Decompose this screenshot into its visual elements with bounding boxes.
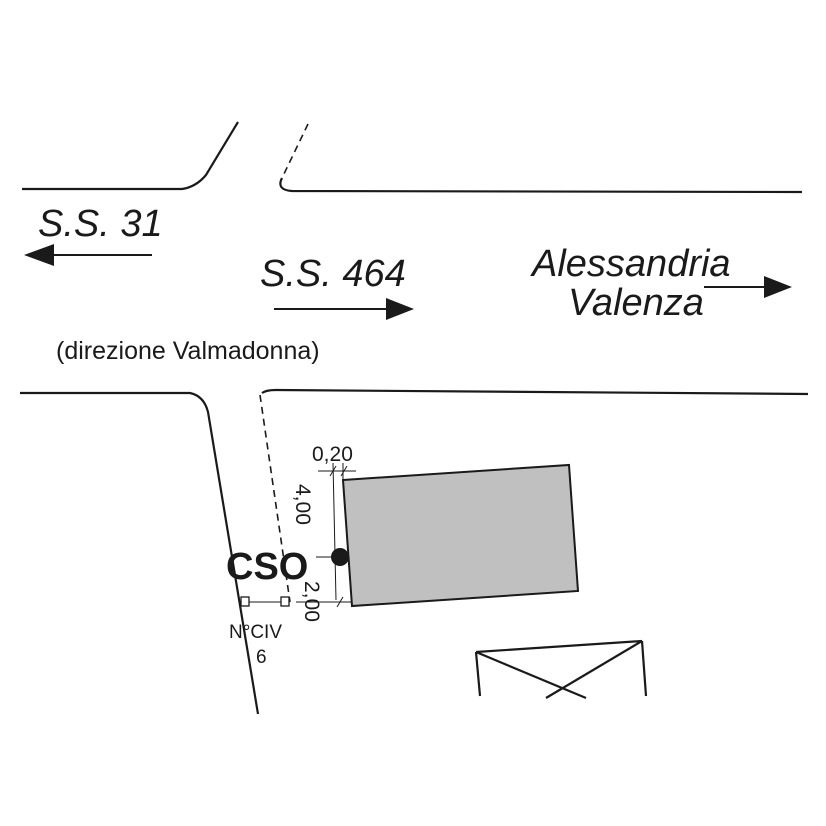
road-edge-north-east (279, 177, 803, 194)
dimension-2-00 (296, 596, 352, 608)
structure-with-cross (474, 639, 648, 700)
building (341, 463, 580, 608)
road-edge-south-east (261, 388, 809, 396)
civic-number-label: N°CIV (229, 622, 282, 643)
dimension-label-0-20: 0,20 (312, 443, 353, 466)
road-label-ss464: S.S. 464 (260, 253, 406, 295)
road-edge-south-west (20, 391, 260, 715)
direction-note: (direzione Valmadonna) (56, 337, 320, 365)
road-edge-north-east-dashed (281, 123, 309, 179)
destination-label-valenza: Valenza (568, 282, 704, 324)
arrow-right-icon (704, 276, 792, 298)
dimension-label-4-00: 4,00 (291, 484, 314, 525)
arrow-right-icon (274, 298, 414, 320)
civic-marker-left (240, 596, 250, 607)
civic-marker-right (280, 596, 290, 607)
cso-point-marker (331, 548, 349, 566)
side-road-edge-dashed (259, 394, 291, 603)
road-label-ss31: S.S. 31 (38, 203, 163, 245)
road-edge-north-west (22, 121, 239, 191)
dimension-label-2-00: 2,00 (300, 581, 323, 622)
cso-label: CSO (226, 546, 308, 588)
civic-number-value: 6 (256, 647, 267, 668)
arrow-left-icon (24, 244, 152, 266)
dimension-0-20 (318, 462, 356, 601)
destination-label-alessandria: Alessandria (530, 243, 731, 285)
